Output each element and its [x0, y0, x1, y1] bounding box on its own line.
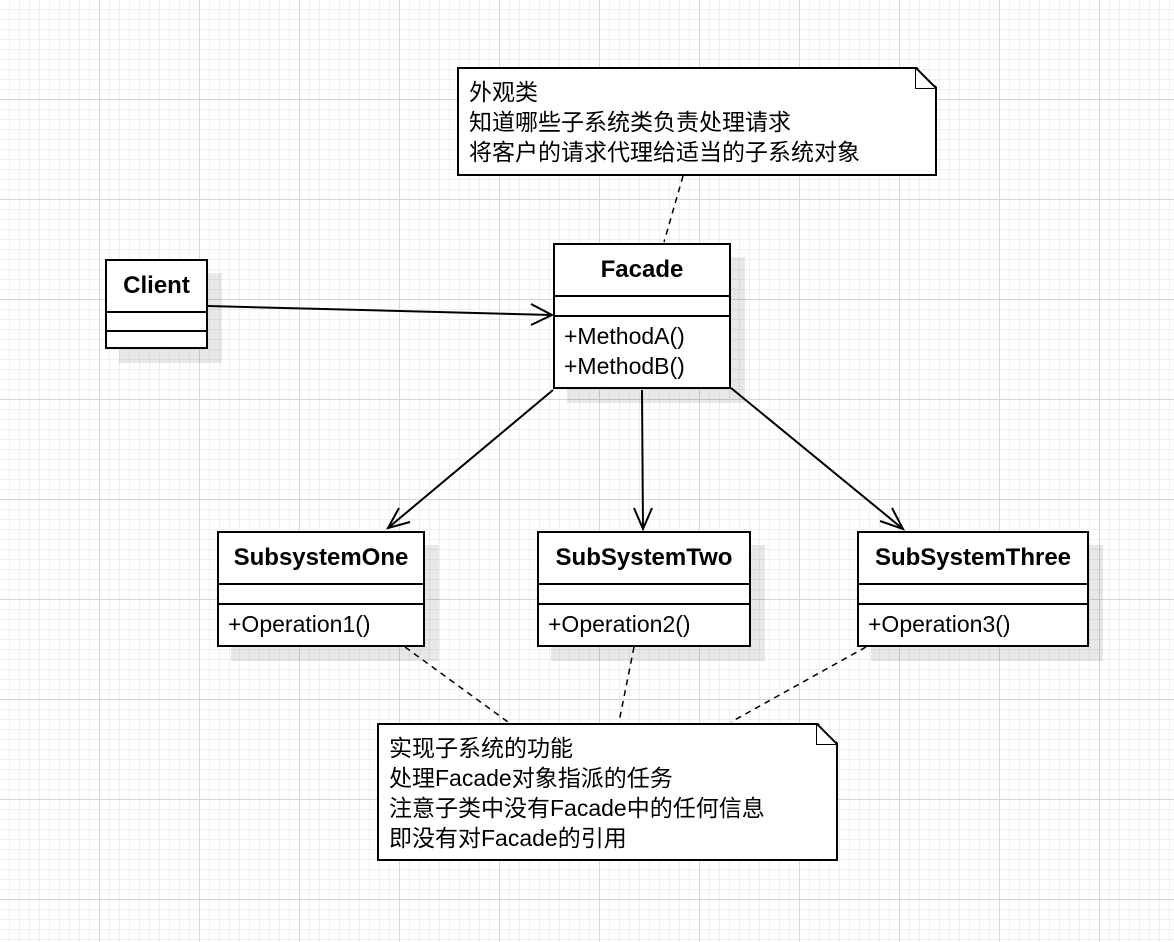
subsystem-two-note-anchor [618, 646, 635, 723]
class-client[interactable]: Client [105, 259, 208, 349]
class-operations: +Operation3() [859, 605, 1087, 645]
subsystem-three-note-anchor [730, 646, 867, 723]
class-attributes [859, 585, 1087, 605]
class-operations: +Operation2() [539, 605, 749, 645]
class-operations [107, 332, 206, 347]
facade-note-anchor [663, 175, 684, 243]
class-operations: +Operation1() [219, 605, 423, 645]
subsystem-note-line-4: 即没有对Facade的引用 [389, 825, 627, 851]
association-facade-subsystem-one [385, 389, 554, 530]
class-subsystem-one[interactable]: SubsystemOne +Operation1() [217, 531, 425, 647]
class-facade[interactable]: Facade +MethodA() +MethodB() [553, 243, 731, 389]
note-fold-corner [816, 723, 838, 745]
operation: +Operation3() [868, 611, 1011, 637]
facade-note-line-2: 知道哪些子系统类负责处理请求 [469, 109, 791, 135]
class-name: SubSystemThree [859, 533, 1087, 585]
operation: +Operation1() [228, 611, 371, 637]
class-subsystem-three[interactable]: SubSystemThree +Operation3() [857, 531, 1089, 647]
subsystem-note-line-2: 处理Facade对象指派的任务 [389, 765, 673, 791]
class-name: Client [107, 261, 206, 313]
operation: +Operation2() [548, 611, 691, 637]
association-facade-subsystem-two [633, 389, 653, 532]
association-facade-subsystem-three [730, 387, 906, 531]
subsystem-note[interactable]: 实现子系统的功能 处理Facade对象指派的任务 注意子类中没有Facade中的… [377, 723, 838, 861]
class-attributes [555, 297, 729, 317]
subsystem-one-note-anchor [404, 646, 509, 723]
association-client-facade [207, 303, 555, 326]
subsystem-note-line-3: 注意子类中没有Facade中的任何信息 [389, 795, 765, 821]
class-subsystem-two[interactable]: SubSystemTwo +Operation2() [537, 531, 751, 647]
class-attributes [107, 313, 206, 332]
operation: +MethodB() [564, 353, 685, 379]
subsystem-note-line-1: 实现子系统的功能 [389, 735, 573, 761]
facade-note-line-3: 将客户的请求代理给适当的子系统对象 [469, 139, 860, 165]
class-name: SubsystemOne [219, 533, 423, 585]
note-fold-corner [915, 67, 937, 89]
facade-note-line-1: 外观类 [469, 79, 538, 105]
class-name: SubSystemTwo [539, 533, 749, 585]
class-operations: +MethodA() +MethodB() [555, 317, 729, 387]
class-name: Facade [555, 245, 729, 297]
operation: +MethodA() [564, 323, 685, 349]
facade-note[interactable]: 外观类 知道哪些子系统类负责处理请求 将客户的请求代理给适当的子系统对象 [457, 67, 937, 176]
class-attributes [219, 585, 423, 605]
class-attributes [539, 585, 749, 605]
